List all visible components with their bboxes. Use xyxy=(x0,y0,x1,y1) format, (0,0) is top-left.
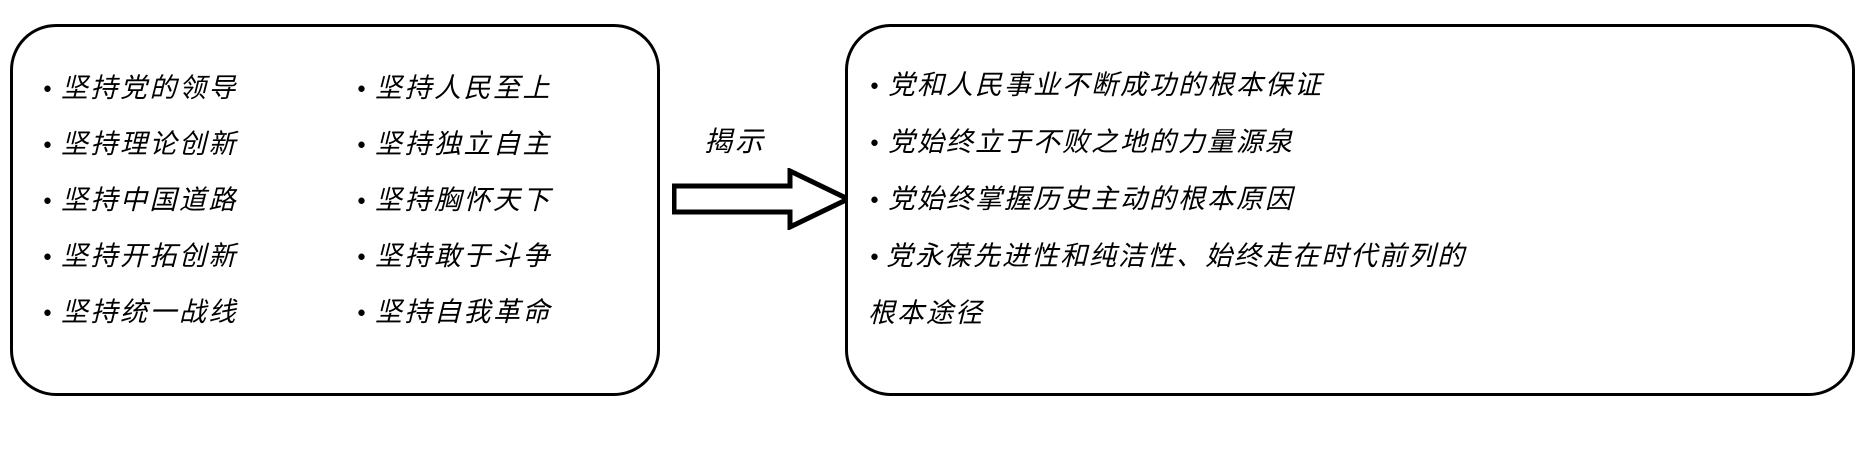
list-item-label: 党和人民事业不断成功的根本保证 xyxy=(888,70,1323,101)
bullet-dot-icon: • xyxy=(41,78,54,103)
bullet-dot-icon: • xyxy=(355,190,368,215)
list-item-label: 坚持人民至上 xyxy=(375,73,552,104)
block-arrow-right-icon xyxy=(672,168,852,230)
list-item: • 坚持理论创新 xyxy=(41,117,331,173)
list-item-label: 坚持敢于斗争 xyxy=(375,241,552,272)
list-item-label: 坚持独立自主 xyxy=(375,129,552,160)
bullet-dot-icon: • xyxy=(868,246,881,271)
right-box-list: • 党和人民事业不断成功的根本保证 • 党始终立于不败之地的力量源泉 • 党始终… xyxy=(868,57,1834,342)
bullet-dot-icon: • xyxy=(868,132,881,157)
list-item: • 党永葆先进性和纯洁性、始终走在时代前列的 xyxy=(868,228,1834,285)
list-item: • 党和人民事业不断成功的根本保证 xyxy=(868,57,1834,114)
bullet-dot-icon: • xyxy=(355,302,368,327)
list-item-label: 党始终立于不败之地的力量源泉 xyxy=(888,127,1294,158)
left-box-columns: • 坚持党的领导 • 坚持理论创新 • 坚持中国道路 • 坚持开拓创新 • xyxy=(13,27,657,393)
list-item: • 坚持统一战线 xyxy=(41,285,331,341)
list-item: • 坚持开拓创新 xyxy=(41,229,331,285)
list-item-label: 坚持胸怀天下 xyxy=(375,185,552,216)
list-item: • 坚持中国道路 xyxy=(41,173,331,229)
bullet-dot-icon: • xyxy=(355,78,368,103)
list-item: • 党始终掌握历史主动的根本原因 xyxy=(868,171,1834,228)
list-item-label: 坚持中国道路 xyxy=(61,185,238,216)
list-item: • 坚持胸怀天下 xyxy=(355,173,645,229)
bullet-dot-icon: • xyxy=(355,134,368,159)
bullet-dot-icon: • xyxy=(41,302,54,327)
list-item-label: 坚持理论创新 xyxy=(61,129,238,160)
bullet-dot-icon: • xyxy=(868,75,881,100)
bullet-dot-icon: • xyxy=(868,189,881,214)
connector-arrow-group: 揭示 xyxy=(660,120,860,230)
list-item: • 坚持敢于斗争 xyxy=(355,229,645,285)
connector-label: 揭示 xyxy=(704,125,767,158)
list-item-label: 党始终掌握历史主动的根本原因 xyxy=(888,184,1294,215)
list-item-continuation: 根本途径 xyxy=(868,298,984,329)
list-item-label: 党永葆先进性和纯洁性、始终走在时代前列的 xyxy=(886,241,1467,272)
list-item: • 坚持党的领导 xyxy=(41,61,331,117)
list-item: • 坚持人民至上 xyxy=(355,61,645,117)
left-box: • 坚持党的领导 • 坚持理论创新 • 坚持中国道路 • 坚持开拓创新 • xyxy=(10,24,660,396)
list-item: • 坚持自我革命 xyxy=(355,285,645,341)
bullet-dot-icon: • xyxy=(355,246,368,271)
list-item-label: 坚持统一战线 xyxy=(61,297,238,328)
list-item-label: 坚持党的领导 xyxy=(61,73,238,104)
bullet-dot-icon: • xyxy=(41,190,54,215)
left-column-1: • 坚持党的领导 • 坚持理论创新 • 坚持中国道路 • 坚持开拓创新 • xyxy=(41,61,331,393)
right-box: • 党和人民事业不断成功的根本保证 • 党始终立于不败之地的力量源泉 • 党始终… xyxy=(845,24,1855,396)
list-item-label: 坚持自我革命 xyxy=(375,297,552,328)
list-item: • 党始终立于不败之地的力量源泉 xyxy=(868,114,1834,171)
left-column-2: • 坚持人民至上 • 坚持独立自主 • 坚持胸怀天下 • 坚持敢于斗争 • xyxy=(355,61,645,393)
list-item-label: 坚持开拓创新 xyxy=(61,241,238,272)
bullet-dot-icon: • xyxy=(41,134,54,159)
bullet-dot-icon: • xyxy=(41,246,54,271)
list-item: • 坚持独立自主 xyxy=(355,117,645,173)
